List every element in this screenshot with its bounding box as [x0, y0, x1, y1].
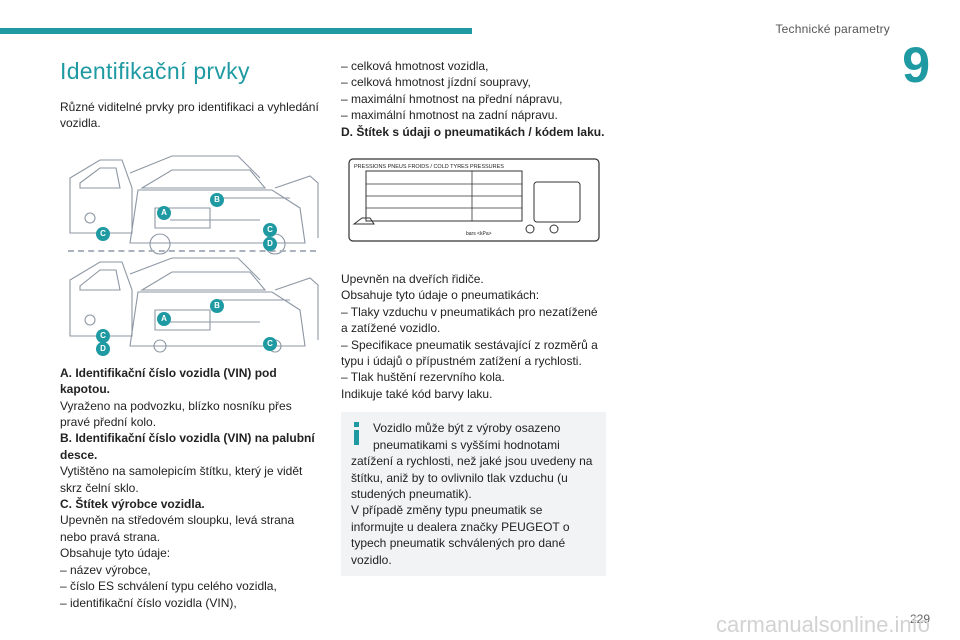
label-a-upper: A — [157, 205, 171, 220]
label-c-lower-right: C — [263, 336, 277, 351]
list-item: – číslo ES schválení typu celého vozidla… — [60, 579, 277, 594]
d-line: Indikuje také kód barvy laku. — [341, 386, 493, 401]
info-note-box: Vozidlo může být z výroby osazeno pneuma… — [341, 412, 606, 576]
watermark: carmanualsonline.info — [715, 612, 930, 637]
item-a-text: Vyraženo na podvozku, blízko nosníku pře… — [60, 398, 292, 430]
chapter-number: 9 — [902, 37, 930, 93]
tyre-pressure-label-illustration: PRESSIONS PNEUS FROIDS / COLD TYRES PRES… — [348, 158, 600, 242]
intro-text: Různé viditelné prvky pro identifikaci a… — [60, 100, 319, 131]
page-title: Identifikační prvky — [60, 58, 250, 84]
right-column: – celková hmotnost vozidla, – celková hm… — [341, 58, 606, 576]
label-c-upper-left: C — [96, 226, 110, 241]
list-item: – maximální hmotnost na přední nápravu, — [341, 91, 563, 106]
label-a-lower: A — [157, 311, 171, 326]
left-column: Identifikační prvky Různé viditelné prvk… — [60, 58, 322, 611]
info-text-rest: zatížení a rychlosti, než jaké jsou uved… — [351, 454, 593, 501]
d-line: – Specifikace pneumatik sestávající z ro… — [341, 337, 598, 369]
tyre-label-heading: PRESSIONS PNEUS FROIDS / COLD TYRES PRES… — [354, 164, 504, 170]
header-accent-bar — [0, 28, 472, 34]
label-b-lower: B — [210, 298, 224, 313]
label-c-upper-right: C — [263, 222, 277, 237]
label-c-lower-left: C — [96, 328, 110, 343]
item-d-title: D. Štítek s údaji o pneumatikách / kódem… — [341, 124, 605, 139]
vehicle-identification-figure: A B C C D A B C D C — [60, 148, 322, 356]
info-text-second: V případě změny typu pneumatik se inform… — [351, 503, 570, 567]
d-line: Obsahuje tyto údaje o pneumatikách: — [341, 288, 540, 303]
d-line: – Tlak huštění rezervního kola. — [341, 370, 505, 385]
tyre-label-units: bars <kPa> — [466, 231, 492, 237]
list-item: – identifikační číslo vozidla (VIN), — [60, 595, 237, 610]
item-a-title: A. Identifikační číslo vozidla (VIN) pod… — [60, 365, 277, 397]
list-item: – název výrobce, — [60, 562, 151, 577]
item-b-text: Vytištěno na samolepicím štítku, který j… — [60, 464, 303, 495]
item-c-text: Upevněn na středovém sloupku, levá stran… — [60, 513, 295, 544]
d-line: – Tlaky vzduchu v pneumatikách pro nezat… — [341, 304, 598, 336]
section-title: Technické parametry — [775, 22, 890, 36]
d-line: Upevněn na dveřích řidiče. — [341, 272, 484, 287]
label-b-upper: B — [210, 192, 224, 207]
list-item: – maximální hmotnost na zadní nápravu. — [341, 108, 558, 123]
info-text-first: Vozidlo může být z výroby osazeno pneuma… — [373, 421, 561, 452]
list-item: – celková hmotnost jízdní soupravy, — [341, 75, 531, 90]
figure-divider — [68, 249, 316, 252]
info-icon — [354, 422, 359, 446]
page-number: 229 — [909, 612, 930, 626]
label-d-lower: D — [96, 341, 110, 356]
item-c-title: C. Štítek výrobce vozidla. — [60, 497, 205, 512]
list-item: – celková hmotnost vozidla, — [341, 59, 489, 73]
item-c-contains: Obsahuje tyto údaje: — [60, 546, 171, 561]
item-b-title: B. Identifikační číslo vozidla (VIN) na … — [60, 431, 315, 462]
label-d-upper: D — [263, 236, 277, 251]
